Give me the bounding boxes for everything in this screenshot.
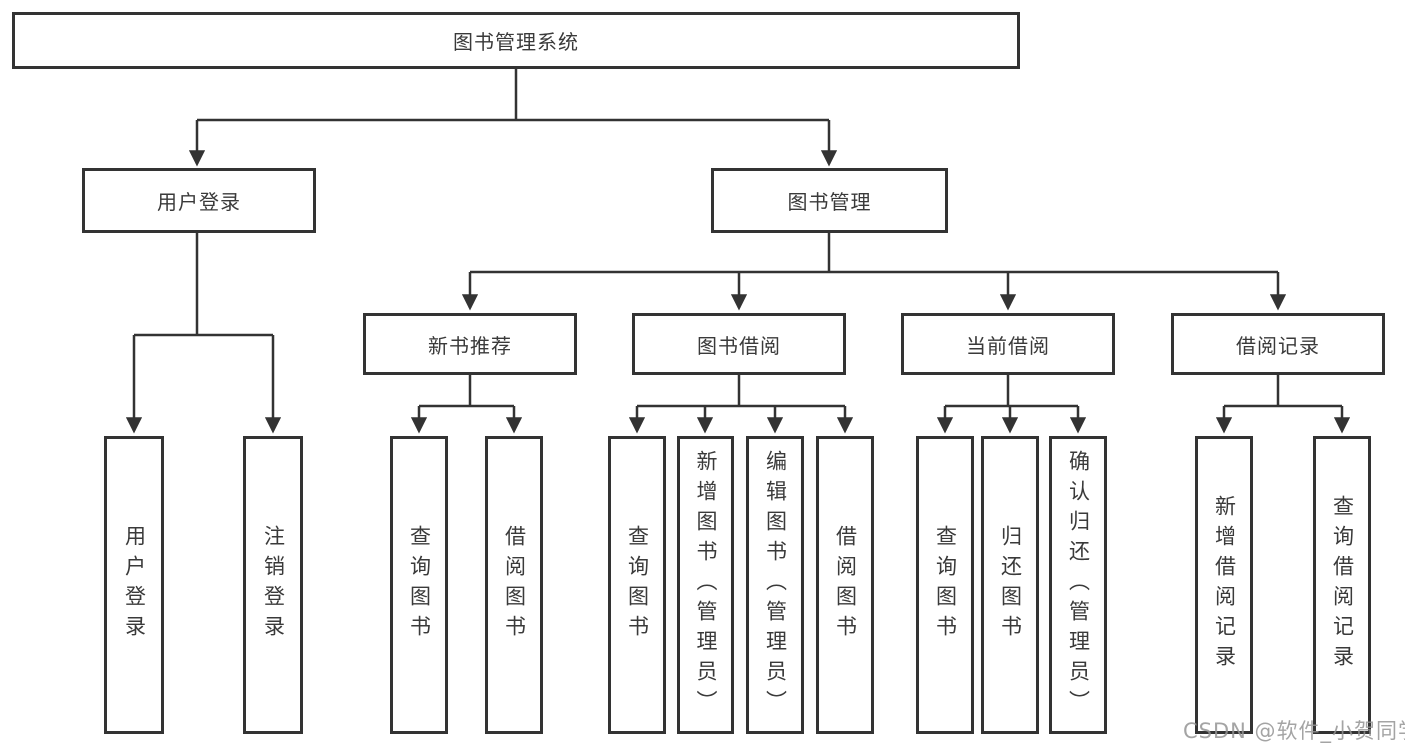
node-label: 新增图书（管理员）: [694, 450, 719, 720]
connector-borrow-trunk: [637, 375, 845, 408]
node-label: 注销登录: [261, 525, 286, 645]
node-label: 用户登录: [122, 525, 147, 645]
node-label: 新增借阅记录: [1212, 495, 1237, 675]
connector-root-trunk: [197, 68, 829, 122]
node-leaf-query-books-2: 查询图书: [608, 436, 666, 734]
node-leaf-edit-books-admin: 编辑图书（管理员）: [746, 436, 804, 734]
node-label: 查询图书: [933, 525, 958, 645]
node-label: 当前借阅: [966, 333, 1050, 358]
node-leaf-borrow-books-2: 借阅图书: [816, 436, 874, 734]
node-current-borrow: 当前借阅: [901, 313, 1115, 375]
node-new-book-recommend: 新书推荐: [363, 313, 577, 375]
node-book-management: 图书管理: [711, 168, 948, 233]
node-borrow-records: 借阅记录: [1171, 313, 1385, 375]
node-label: 查询借阅记录: [1330, 495, 1355, 675]
node-label: 借阅图书: [833, 525, 858, 645]
connector-records-trunk: [1224, 375, 1342, 408]
node-leaf-query-borrow-record: 查询借阅记录: [1313, 436, 1371, 734]
connector-recommend-trunk: [419, 375, 514, 408]
node-leaf-add-borrow-record: 新增借阅记录: [1195, 436, 1253, 734]
node-label: 编辑图书（管理员）: [763, 450, 788, 720]
node-leaf-borrow-books-1: 借阅图书: [485, 436, 543, 734]
node-label: 确认归还（管理员）: [1066, 450, 1091, 720]
node-leaf-confirm-return-admin: 确认归还（管理员）: [1049, 436, 1107, 734]
node-library-management-system: 图书管理系统: [12, 12, 1020, 69]
node-label: 用户登录: [157, 190, 241, 214]
node-user-login-module: 用户登录: [82, 168, 316, 233]
node-leaf-return-books: 归还图书: [981, 436, 1039, 734]
node-label: 借阅记录: [1236, 333, 1320, 358]
node-leaf-logout: 注销登录: [243, 436, 303, 734]
node-label: 借阅图书: [502, 525, 527, 645]
node-label: 图书管理: [787, 190, 872, 214]
node-leaf-user-login: 用户登录: [104, 436, 164, 734]
node-label: 查询图书: [625, 525, 650, 645]
node-label: 归还图书: [998, 525, 1023, 645]
node-label: 图书借阅: [697, 333, 781, 358]
node-label: 新书推荐: [428, 333, 512, 358]
node-label: 查询图书: [407, 525, 432, 645]
connector-mgmt-trunk: [470, 233, 1278, 274]
node-label: 图书管理系统: [453, 30, 579, 54]
watermark: CSDN @软件_小贺同学: [1183, 719, 1405, 743]
node-book-borrow: 图书借阅: [632, 313, 846, 375]
node-leaf-query-books-3: 查询图书: [916, 436, 974, 734]
connector-current-trunk: [945, 375, 1078, 408]
node-leaf-query-books-1: 查询图书: [390, 436, 448, 734]
node-leaf-add-books-admin: 新增图书（管理员）: [677, 436, 734, 734]
connector-login-trunk: [134, 233, 273, 337]
